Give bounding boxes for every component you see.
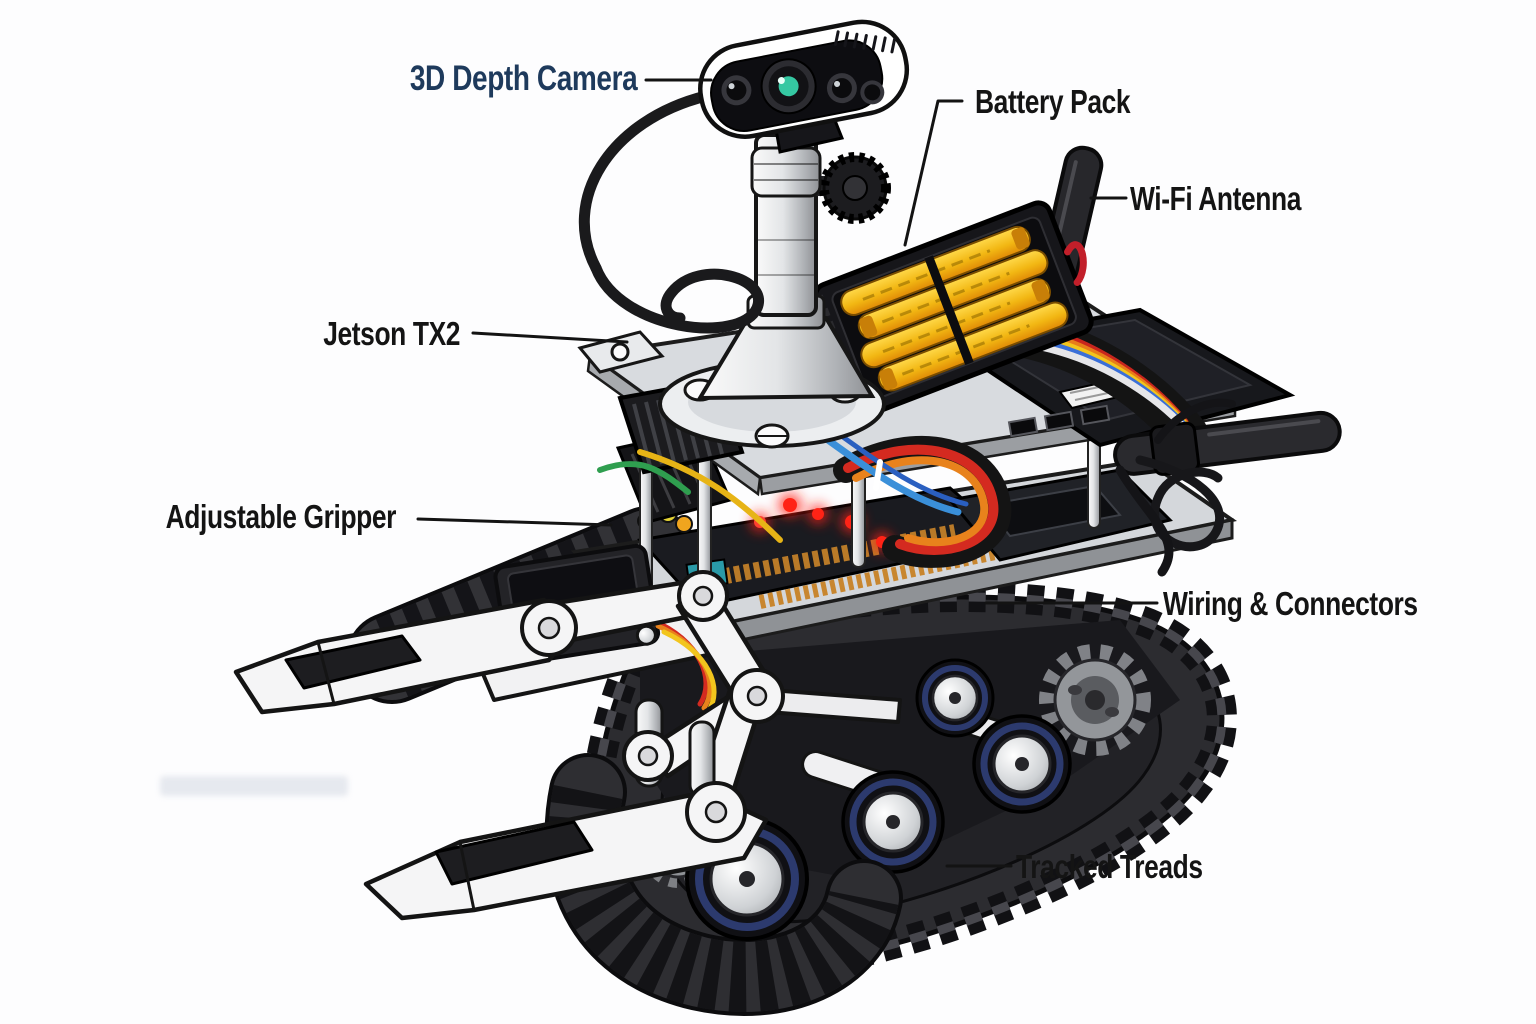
leader-battery-pack — [903, 99, 964, 247]
wiring-illustration — [597, 387, 1012, 568]
label-tracked-treads: Tracked Treads — [1016, 848, 1203, 885]
leader-jetson — [471, 331, 629, 344]
label-wiring-connectors: Wiring & Connectors — [1163, 585, 1418, 622]
label-battery-pack: Battery Pack — [975, 83, 1131, 120]
leader-gripper — [416, 517, 613, 527]
label-jetson-tx2: Jetson TX2 — [323, 315, 460, 352]
depth-camera-illustration — [698, 19, 910, 139]
camera-cable — [578, 90, 765, 334]
leader-lines — [416, 78, 1159, 868]
wifi-antenna-horizontal — [1113, 398, 1342, 577]
road-wheels — [801, 644, 1151, 874]
battery-pack-illustration — [812, 200, 1094, 417]
label-3d-depth-camera: 3D Depth Camera — [409, 59, 638, 98]
gripper-illustration — [233, 543, 902, 921]
label-wifi-antenna: Wi-Fi Antenna — [1130, 180, 1302, 217]
watermark-smudge — [160, 776, 348, 796]
label-adjustable-gripper: Adjustable Gripper — [165, 498, 397, 535]
